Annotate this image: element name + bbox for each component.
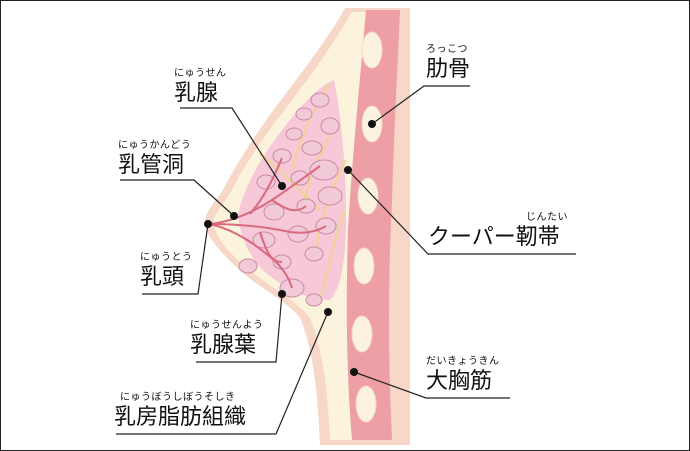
ribs: [351, 31, 383, 423]
leader-rokkotsu: [371, 85, 470, 125]
label-nyusen: 乳腺: [174, 81, 219, 106]
leader-dots: [204, 120, 376, 376]
label-nyubo-ruby: にゅうぼうしぼうそしき: [120, 392, 236, 403]
label-nyuto: 乳頭: [140, 265, 185, 290]
label-nyusen-ruby: にゅうせん: [174, 68, 227, 79]
leader-nyusenyo: [196, 293, 283, 363]
label-rokkotsu-ruby: ろっこつ: [426, 44, 468, 55]
label-daikyokin-ruby: だいきょうきん: [426, 356, 500, 367]
label-nyusenyo-ruby: にゅうせんよう: [190, 320, 264, 331]
label-nyubo: 乳房脂肪組織: [114, 405, 247, 430]
label-nyusenyo: 乳腺葉: [190, 333, 257, 358]
milk-ducts: [209, 157, 327, 289]
leader-nyubo: [116, 311, 329, 435]
leader-nyuto: [142, 223, 209, 295]
leader-nyusen: [180, 107, 283, 187]
label-cooper-ruby: じんたい: [526, 212, 568, 223]
leader-lines: [116, 85, 576, 435]
label-cooper: クーパー靭帯: [428, 225, 560, 250]
label-nyukando: 乳管洞: [118, 153, 185, 178]
label-daikyokin: 大胸筋: [426, 369, 493, 394]
leader-daikyokin: [353, 371, 510, 399]
label-nyuto-ruby: にゅうとう: [140, 252, 193, 263]
leader-nyukando: [120, 179, 235, 217]
label-nyukando-ruby: にゅうかんどう: [118, 140, 192, 151]
leader-cooper: [347, 169, 576, 255]
label-rokkotsu: 肋骨: [426, 57, 471, 82]
